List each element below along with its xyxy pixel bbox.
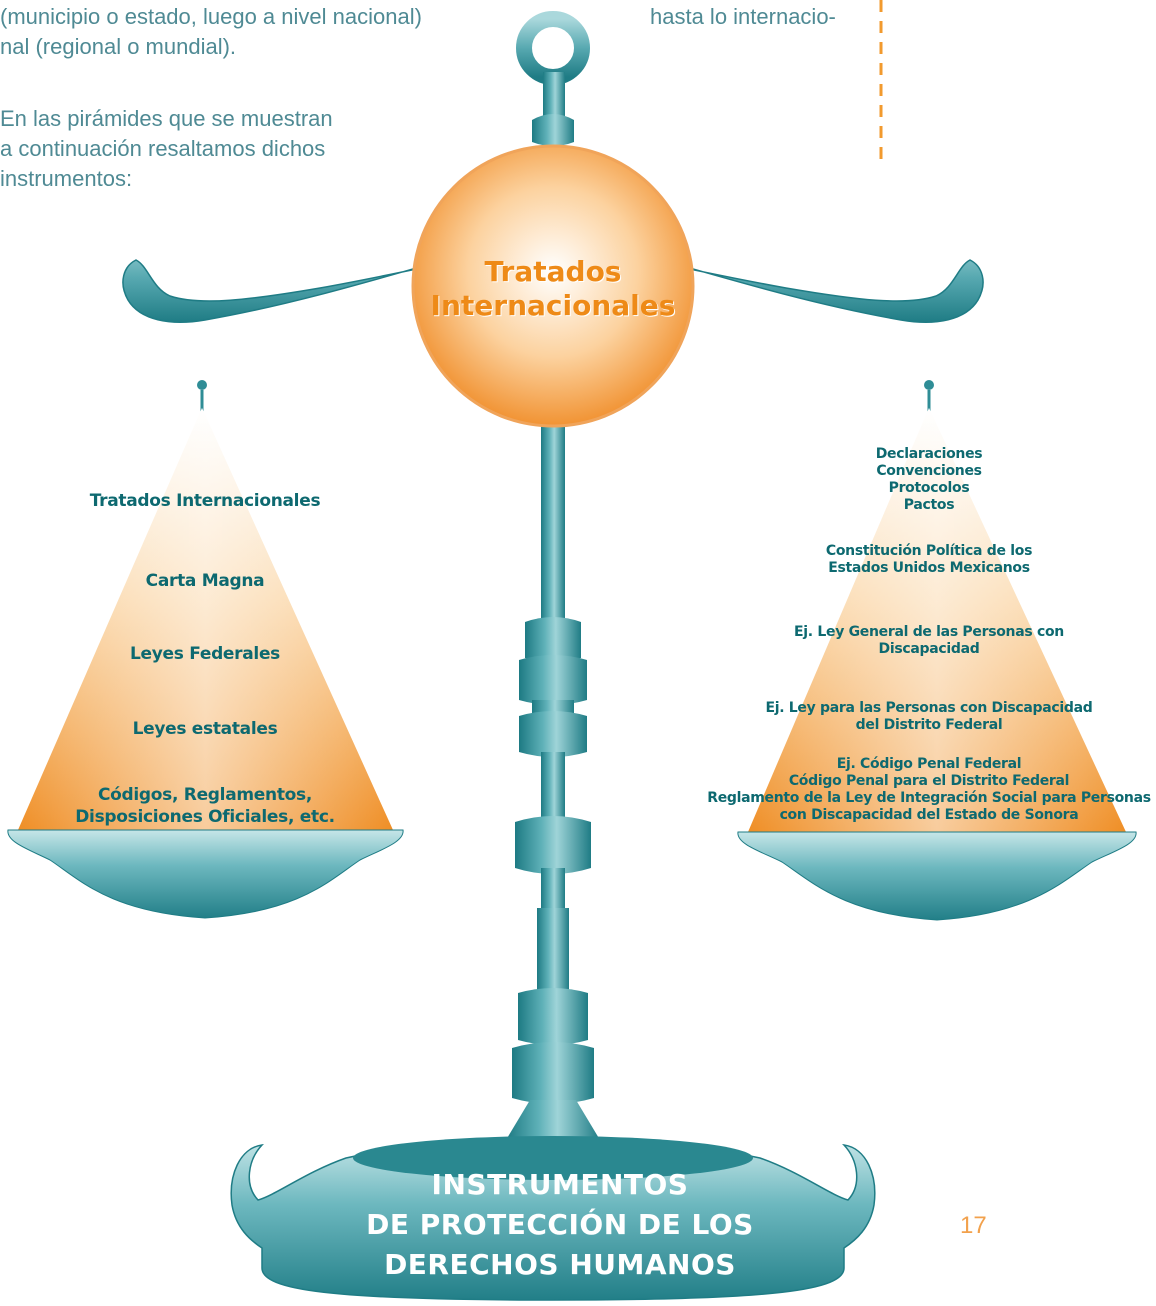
right-level-1: Declaraciones Convenciones Protocolos Pa… — [875, 446, 983, 513]
right-dish — [737, 831, 1137, 921]
center-title: Tratados Internacionales — [430, 255, 676, 322]
right-level-3: Ej. Ley General de las Personas con Disc… — [794, 624, 1064, 657]
top-ring — [516, 11, 590, 85]
right-level-4: Ej. Ley para las Personas con Discapacid… — [765, 700, 1093, 733]
right-level-5: Ej. Código Penal Federal Código Penal pa… — [707, 756, 1151, 823]
central-shaft — [541, 420, 565, 620]
beam-right — [560, 231, 984, 323]
intro-text-right: hasta lo internacio- — [650, 4, 836, 29]
left-level-2: Carta Magna — [145, 571, 265, 591]
left-level-5: Códigos, Reglamentos, Disposiciones Ofic… — [75, 785, 335, 827]
left-level-1: Tratados Internacionales — [89, 491, 321, 511]
page-number: 17 — [960, 1212, 987, 1239]
central-ball — [411, 144, 695, 428]
upper-shaft — [543, 72, 565, 122]
base-title: INSTRUMENTOS DE PROTECCIÓN DE LOS DERECH… — [366, 1168, 754, 1281]
right-level-2: Constitución Política de los Estados Uni… — [825, 543, 1033, 576]
left-dish — [7, 829, 404, 919]
intro-text-left: (municipio o estado, luego a nivel nacio… — [0, 4, 422, 59]
beam-left — [122, 231, 546, 323]
intro-paragraph: En las pirámides que se muestran a conti… — [0, 106, 333, 191]
left-level-3: Leyes Federales — [130, 644, 280, 664]
left-level-4: Leyes estatales — [132, 719, 278, 739]
